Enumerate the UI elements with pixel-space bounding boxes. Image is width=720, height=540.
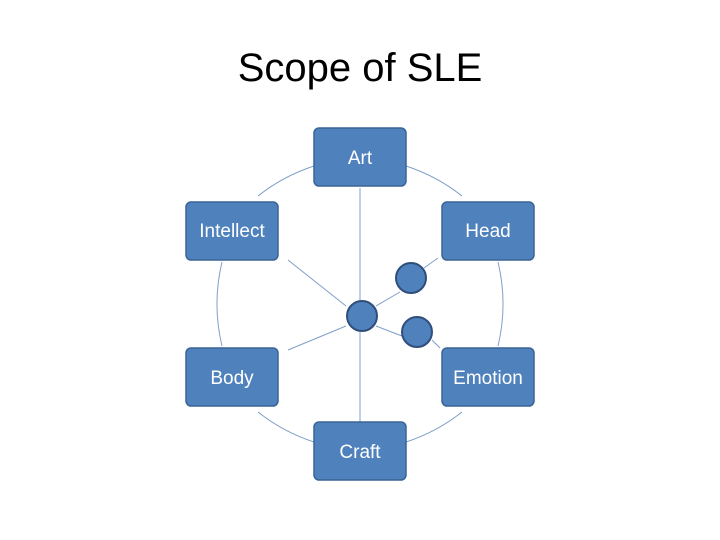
node-craft-label: Craft [339, 442, 381, 463]
node-craft: Craft [313, 421, 407, 481]
node-body-label: Body [210, 368, 254, 389]
hub-lower-circle [401, 316, 433, 348]
node-body: Body [185, 347, 279, 407]
node-emotion: Emotion [441, 347, 535, 407]
hub-center-circle [346, 300, 378, 332]
node-intellect: Intellect [185, 201, 279, 261]
node-head: Head [441, 201, 535, 261]
node-intellect-label: Intellect [199, 221, 265, 242]
spokes [287, 188, 441, 424]
spoke-head-outer [423, 257, 439, 269]
arc-art-head-right [405, 165, 463, 197]
hub-circles [346, 262, 433, 348]
node-head-label: Head [465, 221, 510, 242]
spoke-head [375, 291, 401, 307]
spoke-body [287, 325, 347, 351]
ring-arcs [216, 165, 504, 443]
spoke-intellect [287, 259, 347, 307]
arc-art-head [257, 165, 315, 197]
hub-upper-circle [395, 262, 427, 294]
slide-title: Scope of SLE [237, 46, 483, 90]
arc-craft-body [257, 411, 315, 443]
arc-emotion-craft [405, 411, 463, 443]
arc-head-emotion [497, 261, 504, 347]
node-art-label: Art [348, 148, 373, 169]
arc-body-intellect [216, 261, 223, 347]
node-emotion-label: Emotion [453, 368, 523, 389]
spoke-emotion [375, 325, 403, 337]
node-art: Art [313, 127, 407, 187]
spoke-emotion-outer [431, 339, 441, 349]
